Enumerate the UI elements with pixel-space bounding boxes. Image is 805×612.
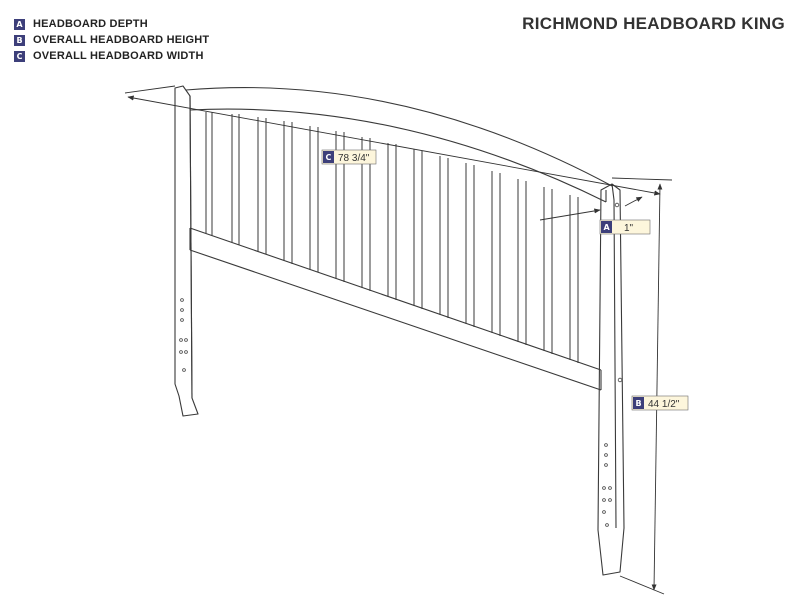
legend-key: C [14, 50, 25, 62]
dimension-value: 44 1/2" [648, 399, 680, 410]
legend-item-c: C OVERALL HEADBOARD WIDTH [14, 48, 209, 64]
legend-label: OVERALL HEADBOARD WIDTH [33, 50, 204, 62]
dimension-tag-c: C 78 3/4" [321, 149, 377, 165]
top-rail [185, 86, 613, 203]
left-post [174, 85, 199, 417]
legend-key: B [14, 34, 25, 46]
legend-item-a: A HEADBOARD DEPTH [14, 16, 209, 32]
height-extension-bottom [619, 575, 665, 595]
dimension-tag-b: B 44 1/2" [631, 395, 689, 411]
right-post-edge [611, 183, 617, 529]
dimension-value: 1" [624, 223, 634, 234]
dimension-key: A [604, 223, 611, 232]
legend-key: A [14, 18, 25, 30]
legend-label: OVERALL HEADBOARD HEIGHT [33, 34, 210, 46]
width-dimension-line [127, 95, 661, 196]
height-dimension-line [651, 183, 663, 591]
dimension-value: 78 3/4" [338, 153, 370, 164]
dimension-key: C [326, 153, 332, 162]
dimension-key: B [636, 399, 642, 408]
depth-leader-line [624, 196, 643, 207]
width-extension-line [124, 85, 176, 94]
slats [205, 112, 579, 363]
legend-item-b: B OVERALL HEADBOARD HEIGHT [14, 32, 209, 48]
legend-label: HEADBOARD DEPTH [33, 18, 148, 30]
dimension-tag-a: A 1" [599, 219, 651, 235]
dimension-legend: A HEADBOARD DEPTH B OVERALL HEADBOARD HE… [14, 16, 209, 64]
depth-leader-line-2 [539, 208, 601, 221]
mounting-holes [179, 202, 623, 527]
height-extension-top [611, 177, 673, 181]
product-title: RICHMOND HEADBOARD KING [522, 14, 785, 33]
right-post [597, 183, 625, 576]
